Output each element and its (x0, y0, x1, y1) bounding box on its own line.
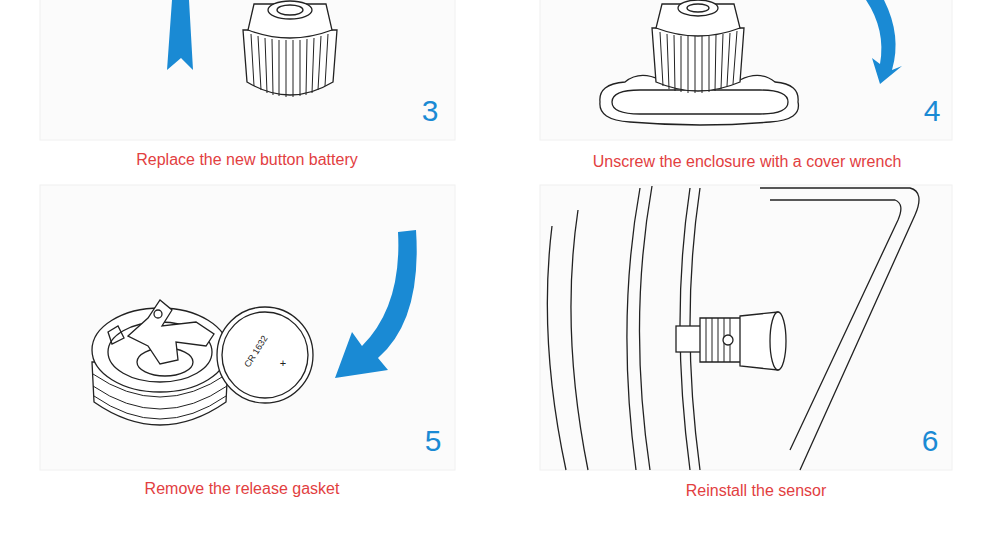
step-number: 5 (425, 424, 442, 457)
step-number: 6 (922, 424, 939, 457)
battery-marking: CR 1632 (243, 334, 270, 369)
step-caption: Replace the new button battery (136, 151, 357, 169)
step-caption: Remove the release gasket (145, 480, 340, 498)
step-number: 4 (924, 94, 941, 127)
step-caption: Reinstall the sensor (686, 482, 827, 500)
battery-polarity: + (280, 357, 286, 369)
step-number: 3 (422, 94, 439, 127)
step-caption: Unscrew the enclosure with a cover wrenc… (593, 153, 902, 171)
